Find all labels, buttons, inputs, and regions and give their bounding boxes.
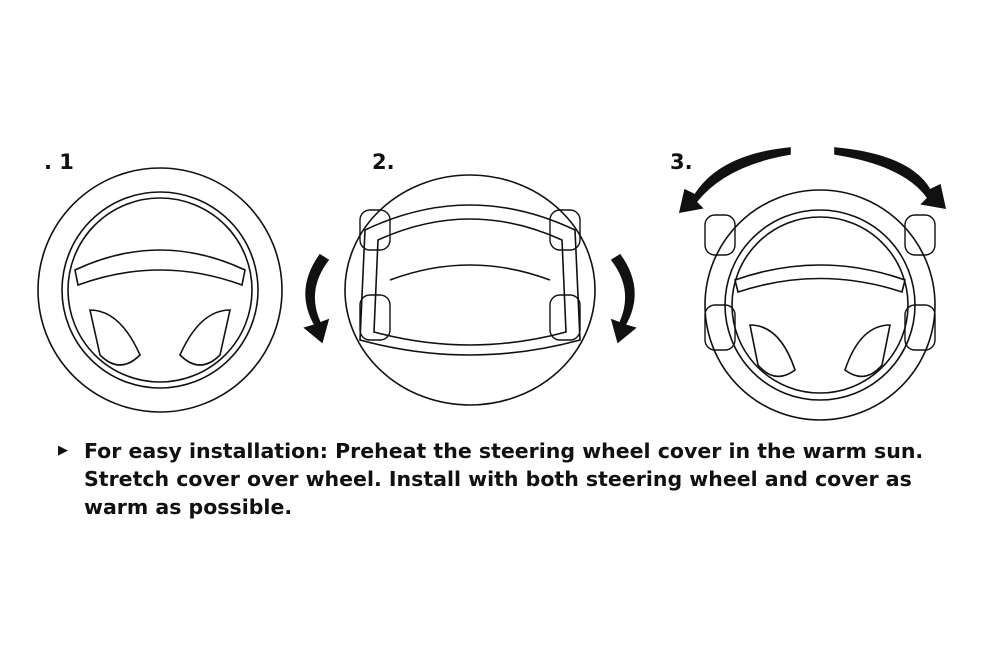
step-3-label: 3. bbox=[670, 150, 693, 174]
hand-icon bbox=[704, 214, 936, 351]
steering-wheel-illustration-3 bbox=[678, 147, 947, 421]
rotate-arrow-right-icon bbox=[834, 147, 947, 209]
bullet-triangle-icon: ▶ bbox=[58, 443, 68, 458]
rotate-arrow-right-icon bbox=[610, 253, 637, 344]
hand-icon bbox=[359, 209, 581, 341]
step-1-label: . 1 bbox=[44, 150, 74, 174]
rotate-arrow-left-icon bbox=[678, 147, 791, 214]
step-2-label: 2. bbox=[372, 150, 395, 174]
installation-instructions: ▶ For easy installation: Preheat the ste… bbox=[58, 437, 962, 521]
steering-wheel-illustration-1 bbox=[37, 167, 283, 413]
rotate-arrow-left-icon bbox=[303, 253, 330, 344]
steering-wheel-illustration-2 bbox=[303, 174, 637, 406]
instruction-text: For easy installation: Preheat the steer… bbox=[84, 439, 924, 519]
